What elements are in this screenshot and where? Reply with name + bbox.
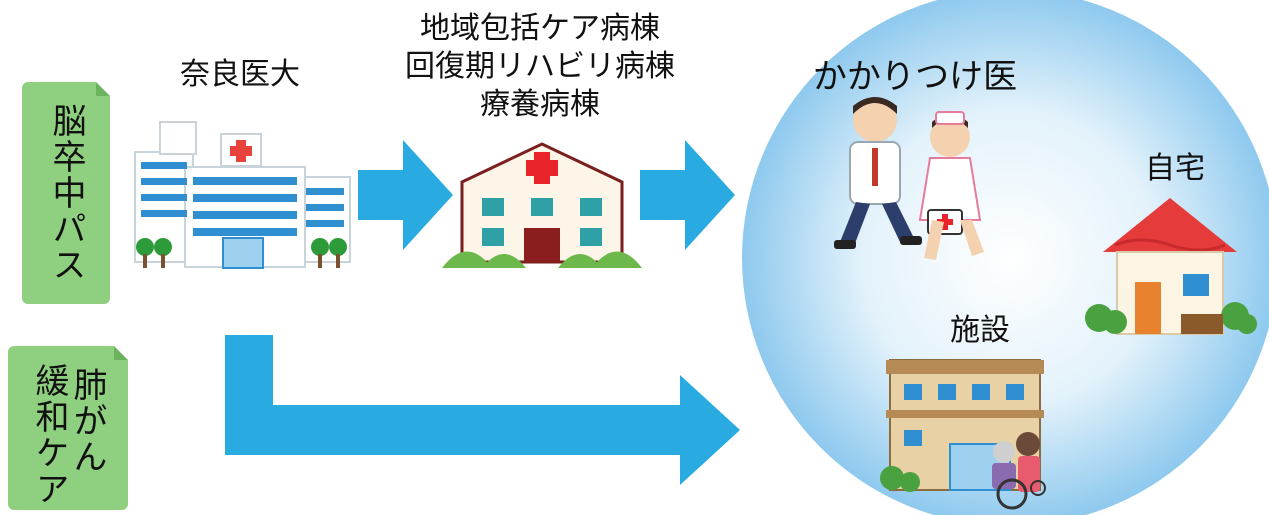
lung-pathway-col2: 肺がん [67, 367, 107, 475]
nara-label: 奈良医大 [180, 57, 300, 92]
facility-label: 施設 [950, 313, 1010, 348]
arrow-ward-to-community [640, 140, 735, 250]
hospital-icon [134, 121, 351, 269]
doctor-nurse-icon [834, 97, 984, 260]
clinic-icon [442, 142, 642, 268]
ward-labels: 地域包括ケア病棟 回復期リハビリ病棟 療養病棟 [380, 10, 700, 124]
lung-pathway-tag: 緩和ケア 肺がん [8, 346, 128, 510]
ward-label-3: 療養病棟 [480, 87, 600, 122]
stroke-pathway-tag: 脳卒中パス [22, 82, 110, 304]
house-icon [1085, 198, 1257, 335]
ward-label-1: 地域包括ケア病棟 [420, 11, 660, 46]
lung-pathway-col1: 緩和ケア [29, 363, 69, 507]
doctor-label: かかりつけ医 [812, 57, 1018, 97]
ward-label-2: 回復期リハビリ病棟 [405, 49, 675, 84]
tag-fold [114, 346, 128, 360]
care-facility-icon [880, 359, 1046, 510]
stroke-pathway-label: 脳卒中パス [46, 103, 86, 283]
arrow-lung-to-community [225, 335, 740, 485]
tag-fold [96, 82, 110, 96]
arrow-nara-to-ward [358, 140, 453, 250]
home-label: 自宅 [1145, 151, 1205, 186]
